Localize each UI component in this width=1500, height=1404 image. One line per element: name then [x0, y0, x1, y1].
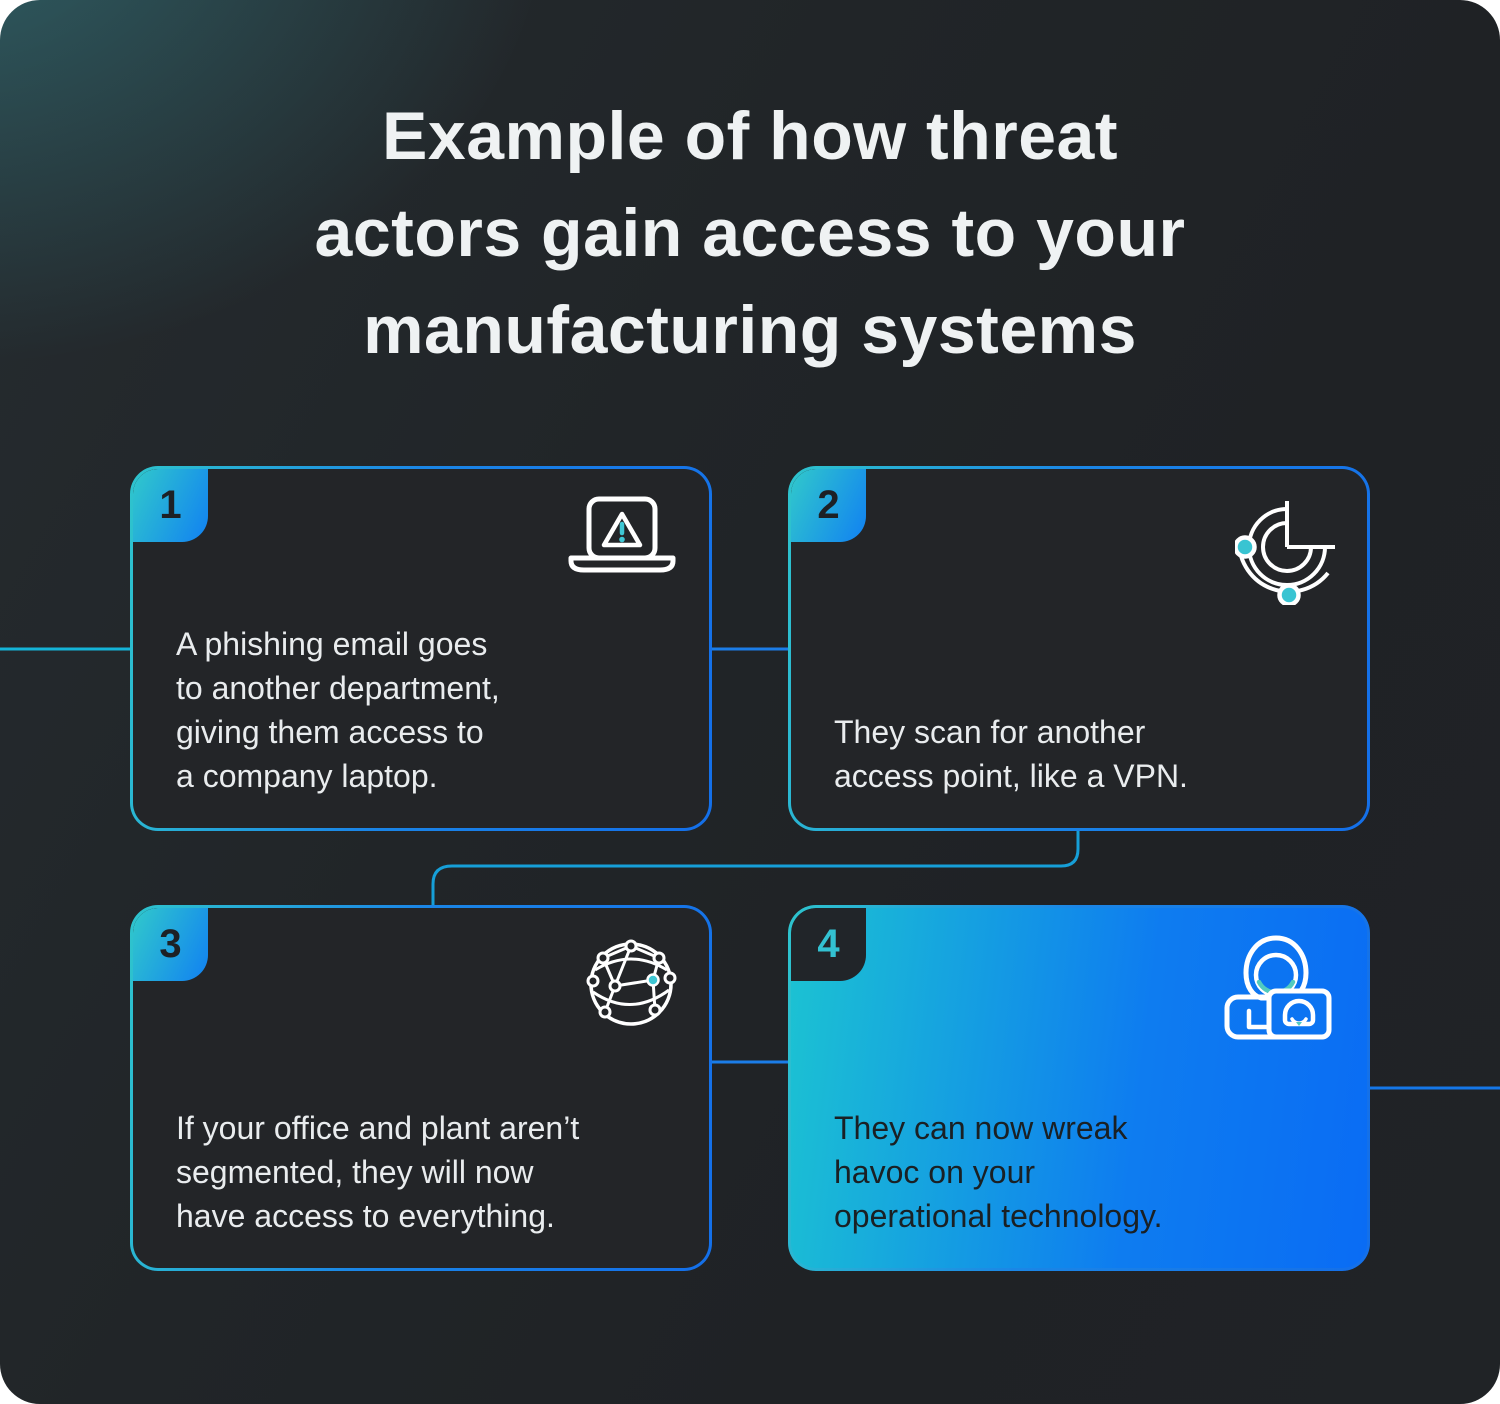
step-card-3: 3 — [130, 905, 712, 1271]
step-number-badge: 2 — [791, 469, 866, 542]
step-text: They can now wreak havoc on your operati… — [834, 1106, 1341, 1238]
title-line: manufacturing systems — [363, 292, 1137, 368]
step-card-3-body: 3 — [133, 908, 709, 1268]
step-number: 1 — [159, 483, 182, 527]
step-number-badge: 4 — [791, 908, 866, 981]
radar-scan-icon — [1233, 495, 1339, 610]
step-card-4-body: 4 They can now wreak havoc on your — [791, 908, 1367, 1268]
step-card-1: 1 A phishing email goes to another depar… — [130, 466, 712, 831]
step-text: If your office and plant aren’t segmente… — [176, 1106, 683, 1238]
connector-card2-to-card3 — [431, 830, 1080, 906]
step-number: 3 — [159, 922, 182, 966]
step-number: 4 — [817, 922, 840, 966]
laptop-warning-icon — [563, 495, 681, 590]
network-globe-icon — [581, 934, 681, 1039]
step-text-line: giving them access to — [176, 714, 484, 750]
hacker-laptop-icon — [1213, 934, 1339, 1047]
step-text-line: operational technology. — [834, 1198, 1163, 1234]
step-text-line: They can now wreak — [834, 1110, 1128, 1146]
step-number-badge: 3 — [133, 908, 208, 981]
step-card-4: 4 They can now wreak havoc on your — [788, 905, 1370, 1271]
step-text: They scan for another access point, like… — [834, 710, 1341, 798]
step-text-line: have access to everything. — [176, 1198, 555, 1234]
title-line: actors gain access to your — [314, 195, 1186, 271]
step-card-1-body: 1 A phishing email goes to another depar… — [133, 469, 709, 828]
step-text-line: access point, like a VPN. — [834, 758, 1188, 794]
step-number-badge: 1 — [133, 469, 208, 542]
step-text-line: to another department, — [176, 670, 500, 706]
page-title: Example of how threat actors gain access… — [0, 88, 1500, 379]
step-text-line: havoc on your — [834, 1154, 1036, 1190]
title-line: Example of how threat — [382, 98, 1118, 174]
step-card-2: 2 They scan for another access point, li… — [788, 466, 1370, 831]
step-text-line: They scan for another — [834, 714, 1146, 750]
step-text-line: segmented, they will now — [176, 1154, 534, 1190]
step-card-2-body: 2 They scan for another access point, li… — [791, 469, 1367, 828]
step-number: 2 — [817, 483, 840, 527]
step-text-line: A phishing email goes — [176, 626, 488, 662]
step-text-line: If your office and plant aren’t — [176, 1110, 580, 1146]
step-text: A phishing email goes to another departm… — [176, 622, 683, 798]
step-text-line: a company laptop. — [176, 758, 438, 794]
